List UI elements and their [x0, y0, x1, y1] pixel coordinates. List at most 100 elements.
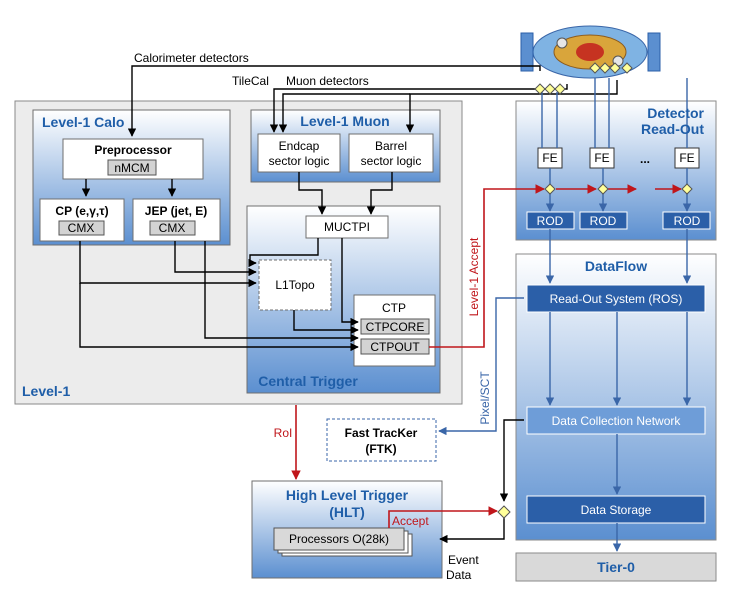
- detector-readout-title-2: Read-Out: [641, 121, 704, 137]
- processors-label: Processors O(28k): [289, 532, 389, 546]
- junction-icon: [599, 62, 611, 74]
- tilecal-label: TileCal: [232, 74, 269, 88]
- tier0-box: [515, 552, 717, 582]
- line-calorimeter: [127, 65, 541, 137]
- jep-label: JEP (jet, E): [145, 204, 207, 218]
- processors-stack: [273, 527, 413, 557]
- junction-icon: [554, 83, 566, 95]
- level1-title: Level-1: [22, 383, 70, 399]
- atlas-detector-icon: [520, 25, 661, 79]
- junction-icon: [497, 505, 511, 519]
- ros-box: [526, 284, 706, 313]
- ctpcore-box: [360, 318, 430, 335]
- fe-boxes: [537, 147, 700, 169]
- black-connectors: [79, 65, 618, 544]
- ftk-label-2: (FTK): [365, 442, 396, 456]
- fe-label-1: FE: [542, 151, 557, 165]
- line-muon-branch: [278, 93, 410, 133]
- line-jep-l1topo-1: [174, 241, 257, 277]
- endcap-label-2: sector logic: [269, 154, 330, 168]
- line-muon: [405, 80, 618, 133]
- line-cp-ctpout: [79, 283, 359, 352]
- rod-label-3: ROD: [674, 214, 701, 228]
- processors-front: [273, 527, 405, 551]
- preprocessor-label: Preprocessor: [94, 143, 172, 157]
- hlt-accept-label: Accept: [392, 514, 429, 528]
- central-trigger-title: Central Trigger: [258, 373, 358, 389]
- line-tilecal: [269, 84, 568, 133]
- rod-label-2: ROD: [590, 214, 617, 228]
- barrel-label-1: Barrel: [375, 139, 407, 153]
- junction-diamonds: [497, 62, 693, 519]
- cp-cmx-box: [58, 220, 105, 236]
- muctpi-label: MUCTPI: [324, 220, 370, 234]
- ftk-box: [326, 418, 437, 462]
- line-event-data: [439, 517, 505, 544]
- event-data-label-1: Event: [448, 553, 479, 567]
- event-data-label-2: Data: [446, 568, 472, 582]
- ftk-label-1: Fast TracKer: [345, 426, 418, 440]
- barrel-label-2: sector logic: [361, 154, 422, 168]
- hlt-title-1: High Level Trigger: [286, 487, 409, 503]
- rod-label-1: ROD: [537, 214, 564, 228]
- line-jep-ctp: [204, 241, 359, 343]
- junction-icon: [621, 62, 633, 74]
- l1topo-label: L1Topo: [275, 278, 315, 292]
- junction-icon: [681, 183, 693, 195]
- l1topo-box: [258, 259, 332, 311]
- fe-label-3: FE: [679, 151, 694, 165]
- jep-cmx-box: [149, 220, 196, 236]
- level1-accept-line: [429, 184, 545, 348]
- level1-muon-title: Level-1 Muon: [300, 113, 389, 129]
- detector-endcap-right: [647, 32, 661, 72]
- dataflow-title: DataFlow: [585, 258, 647, 274]
- junction-icon: [589, 62, 601, 74]
- calorimeter-detectors-label: Calorimeter detectors: [134, 51, 249, 65]
- muon-detectors-label: Muon detectors: [286, 74, 369, 88]
- fe-ellipsis: ...: [640, 152, 650, 166]
- pixel-sct-line: [438, 297, 524, 436]
- fe-label-2: FE: [594, 151, 609, 165]
- rod-boxes: [526, 211, 711, 230]
- line-l1topo-ctpcore: [293, 310, 359, 335]
- detector-center: [576, 43, 604, 61]
- detector-readout-title-1: Detector: [647, 105, 704, 121]
- ros-label: Read-Out System (ROS): [550, 292, 683, 306]
- junction-icon: [544, 183, 556, 195]
- hlt-accept-line: [388, 506, 498, 528]
- line-barrel-muctpi: [366, 172, 393, 215]
- cp-cmx-label: CMX: [68, 221, 95, 235]
- nmcm-box: [107, 159, 157, 176]
- hlt-title-2: (HLT): [329, 504, 365, 520]
- rod-box-2: [579, 211, 628, 230]
- level1-calo-title: Level-1 Calo: [42, 114, 124, 130]
- ctpcore-label: CTPCORE: [366, 320, 425, 334]
- barrel-box: [348, 133, 434, 173]
- line-muctpi-l1topo: [248, 238, 319, 268]
- junction-icon: [534, 83, 546, 95]
- ctp-label: CTP: [382, 301, 406, 315]
- nmcm-label: nMCM: [114, 161, 149, 175]
- junction-icon: [597, 183, 609, 195]
- junction-icon: [544, 83, 556, 95]
- level1-accept-label: Level-1 Accept: [467, 237, 481, 316]
- line-dcn-hlt: [499, 419, 524, 502]
- dcn-box: [526, 406, 706, 435]
- junction-icon: [609, 62, 621, 74]
- dcn-label: Data Collection Network: [552, 414, 682, 428]
- cp-label: CP (e,γ,τ): [55, 204, 108, 218]
- roi-label: RoI: [274, 426, 293, 440]
- line-muctpi-ctp: [341, 238, 359, 327]
- ctpout-label: CTPOUT: [370, 340, 420, 354]
- tier0-label: Tier-0: [597, 559, 635, 575]
- line-endcap-muctpi: [298, 172, 327, 215]
- data-storage-box: [526, 495, 706, 524]
- data-storage-label: Data Storage: [581, 503, 652, 517]
- fe-box-2: [589, 147, 615, 169]
- muctpi-box: [305, 215, 389, 239]
- endcap-label-1: Endcap: [279, 139, 320, 153]
- red-connectors: [291, 184, 682, 528]
- detector-endcap-left: [520, 32, 534, 72]
- jep-cmx-label: CMX: [159, 221, 186, 235]
